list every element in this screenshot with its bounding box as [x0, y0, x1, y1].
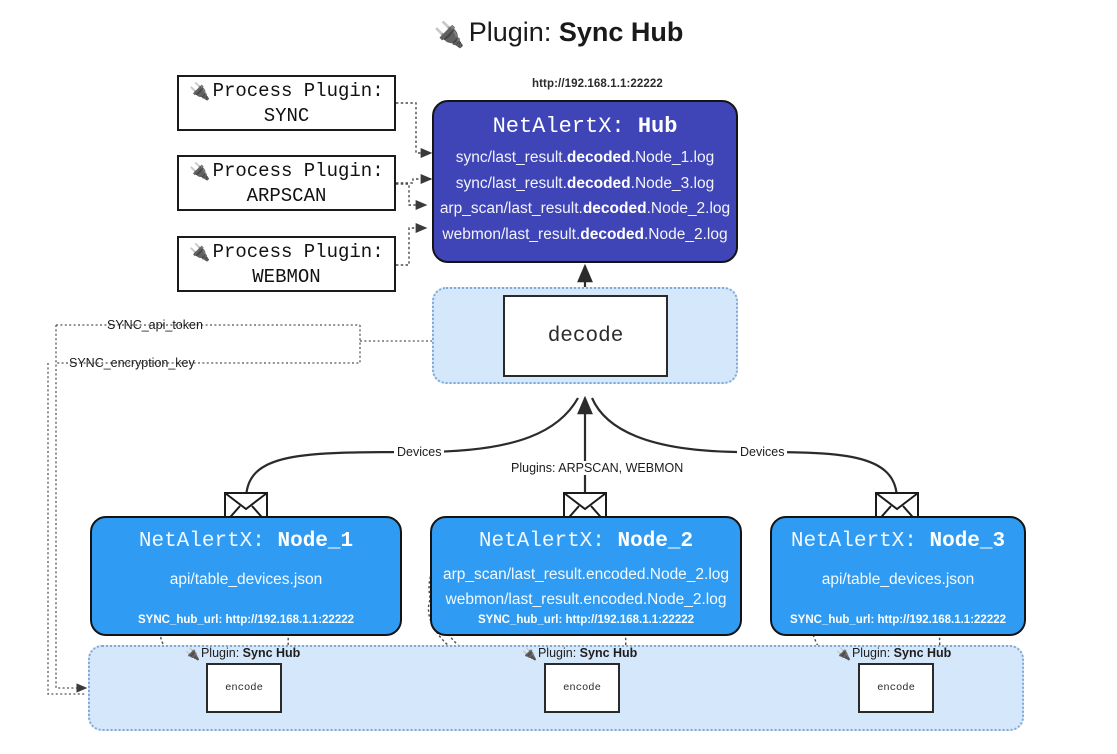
node-title-prefix: NetAlertX: — [478, 530, 605, 553]
node-hub-url: SYNC_hub_url: http://192.168.1.1:22222 — [477, 614, 695, 626]
node-title: NetAlertX: Node_3 — [772, 530, 1024, 553]
process-plugin-sync[interactable]: 🔌Process Plugin: SYNC — [177, 75, 396, 131]
process-plugin-webmon[interactable]: 🔌Process Plugin: WEBMON — [177, 236, 396, 292]
encode-label: encode — [877, 682, 915, 694]
plug-icon: 🔌 — [433, 21, 465, 49]
hub-log-post: .Node_3.log — [630, 174, 715, 192]
encoder-plugin-lead: Plugin: — [851, 646, 891, 660]
node-hub-url: SYNC_hub_url: http://192.168.1.1:22222 — [789, 614, 1007, 626]
hub-url-label: http://192.168.1.1:22222 — [532, 78, 663, 90]
node-3[interactable]: NetAlertX: Node_3 api/table_devices.json… — [770, 516, 1026, 636]
node-resource-line: api/table_devices.json — [169, 571, 323, 588]
encoder-plugin-label-3: 🔌Plugin: Sync Hub — [836, 646, 951, 661]
plug-icon: 🔌 — [185, 647, 200, 661]
process-plugin-label: Process Plugin: — [212, 80, 384, 103]
process-plugin-label: Process Plugin: — [212, 160, 384, 183]
edge-label-devices-left: Devices — [394, 445, 445, 459]
hub-log-line: webmon/last_result.decoded.Node_2.log — [434, 222, 736, 248]
process-plugin-label: Process Plugin: — [212, 241, 384, 264]
encoder-plugin-lead: Plugin: — [537, 646, 577, 660]
encode-label: encode — [225, 682, 263, 694]
encoder-plugin-label-1: 🔌Plugin: Sync Hub — [185, 646, 300, 661]
node-title-prefix: NetAlertX: — [138, 530, 265, 553]
node-title-prefix: NetAlertX: — [790, 530, 917, 553]
node-resource-line: arp_scan/last_result.encoded.Node_2.log — [442, 566, 730, 583]
hub-title-name: Hub — [637, 114, 678, 139]
hub-log-mid: decoded — [582, 200, 647, 218]
encode-label: encode — [563, 682, 601, 694]
node-title-name: Node_1 — [277, 530, 354, 553]
hub-log-line: sync/last_result.decoded.Node_3.log — [434, 171, 736, 197]
edge-label-devices-right: Devices — [737, 445, 788, 459]
page-title-name: Sync Hub — [558, 17, 684, 47]
encode-box-node-1[interactable]: encode — [206, 663, 282, 713]
hub-log-line: arp_scan/last_result.decoded.Node_2.log — [434, 196, 736, 222]
decode-label: decode — [547, 324, 624, 348]
node-title: NetAlertX: Node_2 — [432, 530, 740, 553]
process-plugin-name: WEBMON — [252, 266, 321, 289]
process-plugin-name: ARPSCAN — [246, 185, 327, 208]
hub-node[interactable]: NetAlertX: Hub sync/last_result.decoded.… — [432, 100, 738, 263]
page-title-lead: Plugin: — [468, 17, 552, 47]
hub-log-pre: webmon/last_result. — [442, 226, 581, 244]
hub-log-post: .Node_1.log — [630, 149, 715, 166]
hub-log-post: .Node_2.log — [643, 226, 728, 244]
node-2[interactable]: NetAlertX: Node_2 arp_scan/last_result.e… — [430, 516, 742, 636]
hub-title-prefix: NetAlertX: — [492, 114, 625, 139]
plug-icon: 🔌 — [189, 82, 211, 103]
page-title: 🔌Plugin: Sync Hub — [0, 17, 1117, 50]
node-hub-url: SYNC_hub_url: http://192.168.1.1:22222 — [137, 614, 355, 626]
encoder-plugin-name: Sync Hub — [579, 646, 638, 660]
hub-log-mid: decoded — [566, 174, 631, 192]
encode-box-node-3[interactable]: encode — [858, 663, 934, 713]
secret-label-encryption-key: SYNC_encryption_key — [69, 356, 195, 370]
encoder-plugin-lead: Plugin: — [200, 646, 240, 660]
node-title-name: Node_3 — [929, 530, 1006, 553]
process-plugin-arpscan[interactable]: 🔌Process Plugin: ARPSCAN — [177, 155, 396, 211]
hub-log-pre: sync/last_result. — [455, 149, 567, 166]
hub-log-mid: decoded — [580, 226, 644, 244]
hub-title: NetAlertX: Hub — [434, 114, 736, 139]
hub-log-pre: arp_scan/last_result. — [439, 200, 583, 218]
node-title: NetAlertX: Node_1 — [92, 530, 400, 553]
node-1[interactable]: NetAlertX: Node_1 api/table_devices.json… — [90, 516, 402, 636]
process-plugin-name: SYNC — [263, 105, 310, 128]
edge-label-plugins-center: Plugins: ARPSCAN, WEBMON — [508, 461, 687, 475]
plug-icon: 🔌 — [522, 647, 537, 661]
plug-icon: 🔌 — [189, 162, 211, 183]
hub-log-post: .Node_2.log — [646, 200, 731, 218]
plug-icon: 🔌 — [189, 243, 211, 264]
secret-label-api-token: SYNC_api_token — [107, 318, 203, 332]
encoder-plugin-name: Sync Hub — [893, 646, 952, 660]
node-resource-line: webmon/last_result.encoded.Node_2.log — [445, 591, 727, 609]
hub-log-pre: sync/last_result. — [455, 174, 567, 192]
encoder-plugin-label-2: 🔌Plugin: Sync Hub — [522, 646, 637, 661]
encoder-plugin-name: Sync Hub — [242, 646, 301, 660]
node-title-name: Node_2 — [617, 530, 694, 553]
node-resource-line: api/table_devices.json — [821, 571, 975, 588]
decode-box[interactable]: decode — [503, 295, 668, 377]
plug-icon: 🔌 — [836, 647, 851, 661]
hub-log-mid: decoded — [566, 149, 631, 166]
hub-log-line: sync/last_result.decoded.Node_1.log — [434, 145, 736, 171]
encode-box-node-2[interactable]: encode — [544, 663, 620, 713]
